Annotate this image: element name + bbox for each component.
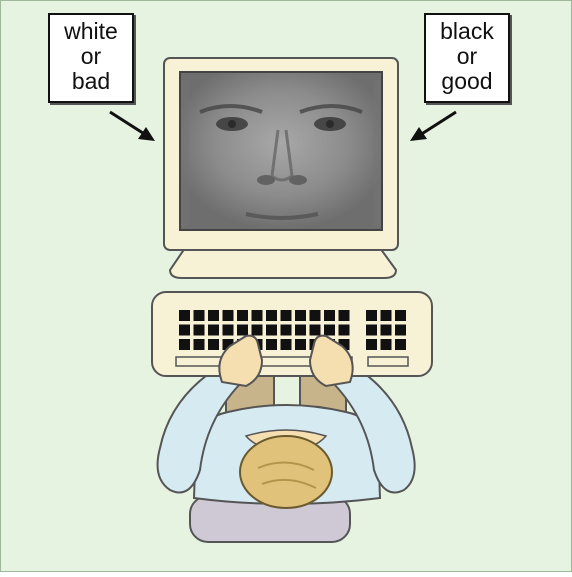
numpad-key	[395, 324, 406, 336]
keyboard-key	[222, 339, 234, 350]
numpad-key	[380, 339, 392, 350]
keyboard-key	[266, 339, 277, 350]
keyboard-key	[324, 310, 335, 321]
keyboard-key	[251, 324, 263, 336]
label-black-or-good: black or good	[424, 13, 510, 103]
keyboard-key	[295, 339, 306, 350]
numpad-key	[366, 310, 377, 321]
left-hand	[218, 334, 264, 388]
label-right-line1: black	[440, 18, 494, 44]
numpad-key	[395, 310, 406, 321]
numpad-key	[380, 324, 392, 336]
keyboard-key	[193, 339, 205, 350]
label-right-line2: or	[456, 43, 478, 69]
numpad-key-wide	[367, 356, 409, 367]
keyboard-key	[309, 310, 321, 321]
keyboard-key	[193, 324, 205, 336]
keyboard-key	[338, 324, 350, 336]
keyboard-key	[179, 310, 190, 321]
numpad-key	[395, 339, 406, 350]
keyboard-key	[309, 324, 321, 336]
keyboard-key	[179, 324, 190, 336]
label-left-line2: or	[80, 43, 102, 69]
label-left-line1: white	[64, 18, 118, 44]
person	[156, 363, 416, 509]
keyboard-key	[280, 339, 292, 350]
label-left-line3: bad	[71, 68, 111, 94]
monitor-stand	[168, 247, 398, 279]
right-arrow-icon	[410, 110, 457, 141]
keyboard-key	[237, 310, 248, 321]
monitor	[163, 57, 399, 279]
left-arm	[156, 368, 242, 494]
keyboard-key	[295, 310, 306, 321]
keyboard-key	[179, 339, 190, 350]
keyboard-key	[295, 324, 306, 336]
keyboard-key	[324, 324, 335, 336]
keyboard-key	[193, 310, 205, 321]
keyboard-key	[208, 310, 219, 321]
hair	[239, 435, 333, 509]
monitor-screen	[179, 71, 383, 231]
keyboard-key	[251, 310, 263, 321]
keyboard-key	[208, 339, 219, 350]
keyboard-key	[280, 310, 292, 321]
label-right-line3: good	[441, 68, 493, 94]
keyboard-key	[338, 310, 350, 321]
keyboard-key	[280, 324, 292, 336]
keyboard-key	[266, 310, 277, 321]
keyboard	[151, 291, 433, 377]
keyboard-key	[338, 339, 350, 350]
numpad-key	[366, 339, 377, 350]
keyboard-key	[222, 310, 234, 321]
keyboard-key	[222, 324, 234, 336]
numpad-key	[366, 324, 377, 336]
keyboard-key	[208, 324, 219, 336]
keyboard-key	[237, 324, 248, 336]
keyboard-key	[266, 324, 277, 336]
face-image	[181, 80, 381, 226]
right-hand	[308, 334, 354, 388]
left-arrow-icon	[109, 110, 155, 141]
right-arm	[332, 368, 416, 494]
label-white-or-bad: white or bad	[48, 13, 134, 103]
numpad-key	[380, 310, 392, 321]
